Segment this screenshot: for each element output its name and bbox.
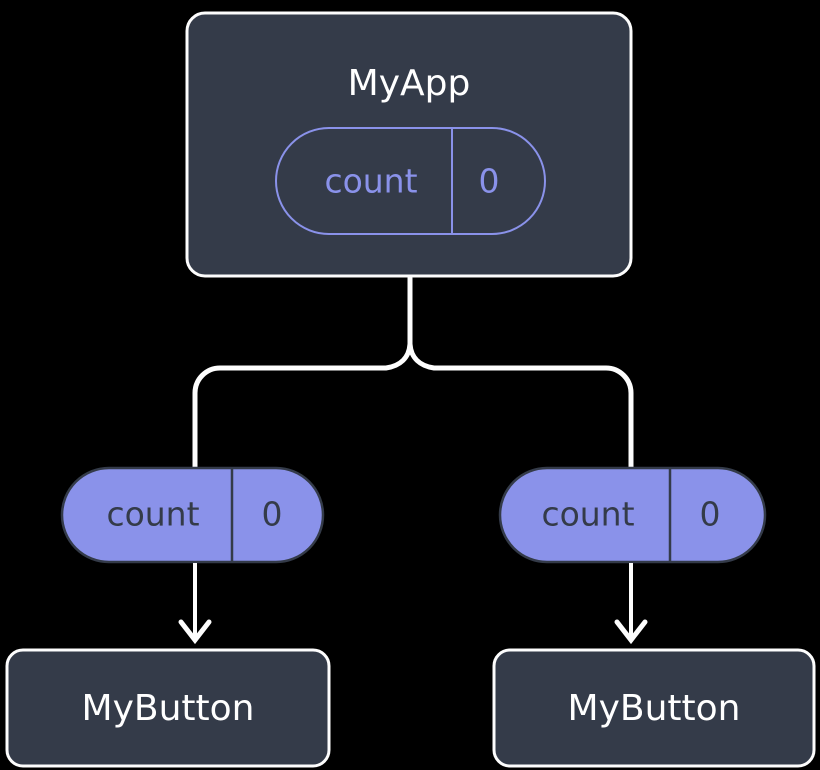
myapp-title: MyApp [348,63,471,104]
myapp-state-pill-shape[interactable] [275,127,546,235]
node-mybutton-right[interactable]: MyButton [492,648,816,768]
connector-branch-right [407,341,634,473]
prop-pill-left-value: 0 [262,495,283,534]
prop-pill-left-shape[interactable] [60,466,325,564]
connector-group [192,275,634,473]
prop-pill-left[interactable]: count 0 [60,466,325,564]
myapp-state-pill[interactable]: count 0 [275,127,546,235]
mybutton-left-box[interactable] [5,648,331,768]
mybutton-left-title: MyButton [82,688,255,729]
prop-pill-left-key: count [106,495,199,534]
mybutton-right-box[interactable] [492,648,816,768]
arrow-left-head [178,619,212,645]
myapp-state-value: 0 [479,162,500,201]
myapp-state-key: count [324,162,417,201]
myapp-box[interactable] [185,11,633,278]
prop-pill-right[interactable]: count 0 [498,466,767,564]
node-myapp[interactable]: MyApp count 0 [185,11,633,278]
prop-pill-right-key: count [541,495,634,534]
prop-pill-right-shape[interactable] [498,466,767,564]
arrow-left [178,563,212,645]
prop-pill-right-value: 0 [700,495,721,534]
arrow-right [614,563,648,645]
connector-branch-left [192,341,413,473]
arrow-right-head [614,619,648,645]
node-mybutton-left[interactable]: MyButton [5,648,331,768]
mybutton-right-title: MyButton [568,688,741,729]
